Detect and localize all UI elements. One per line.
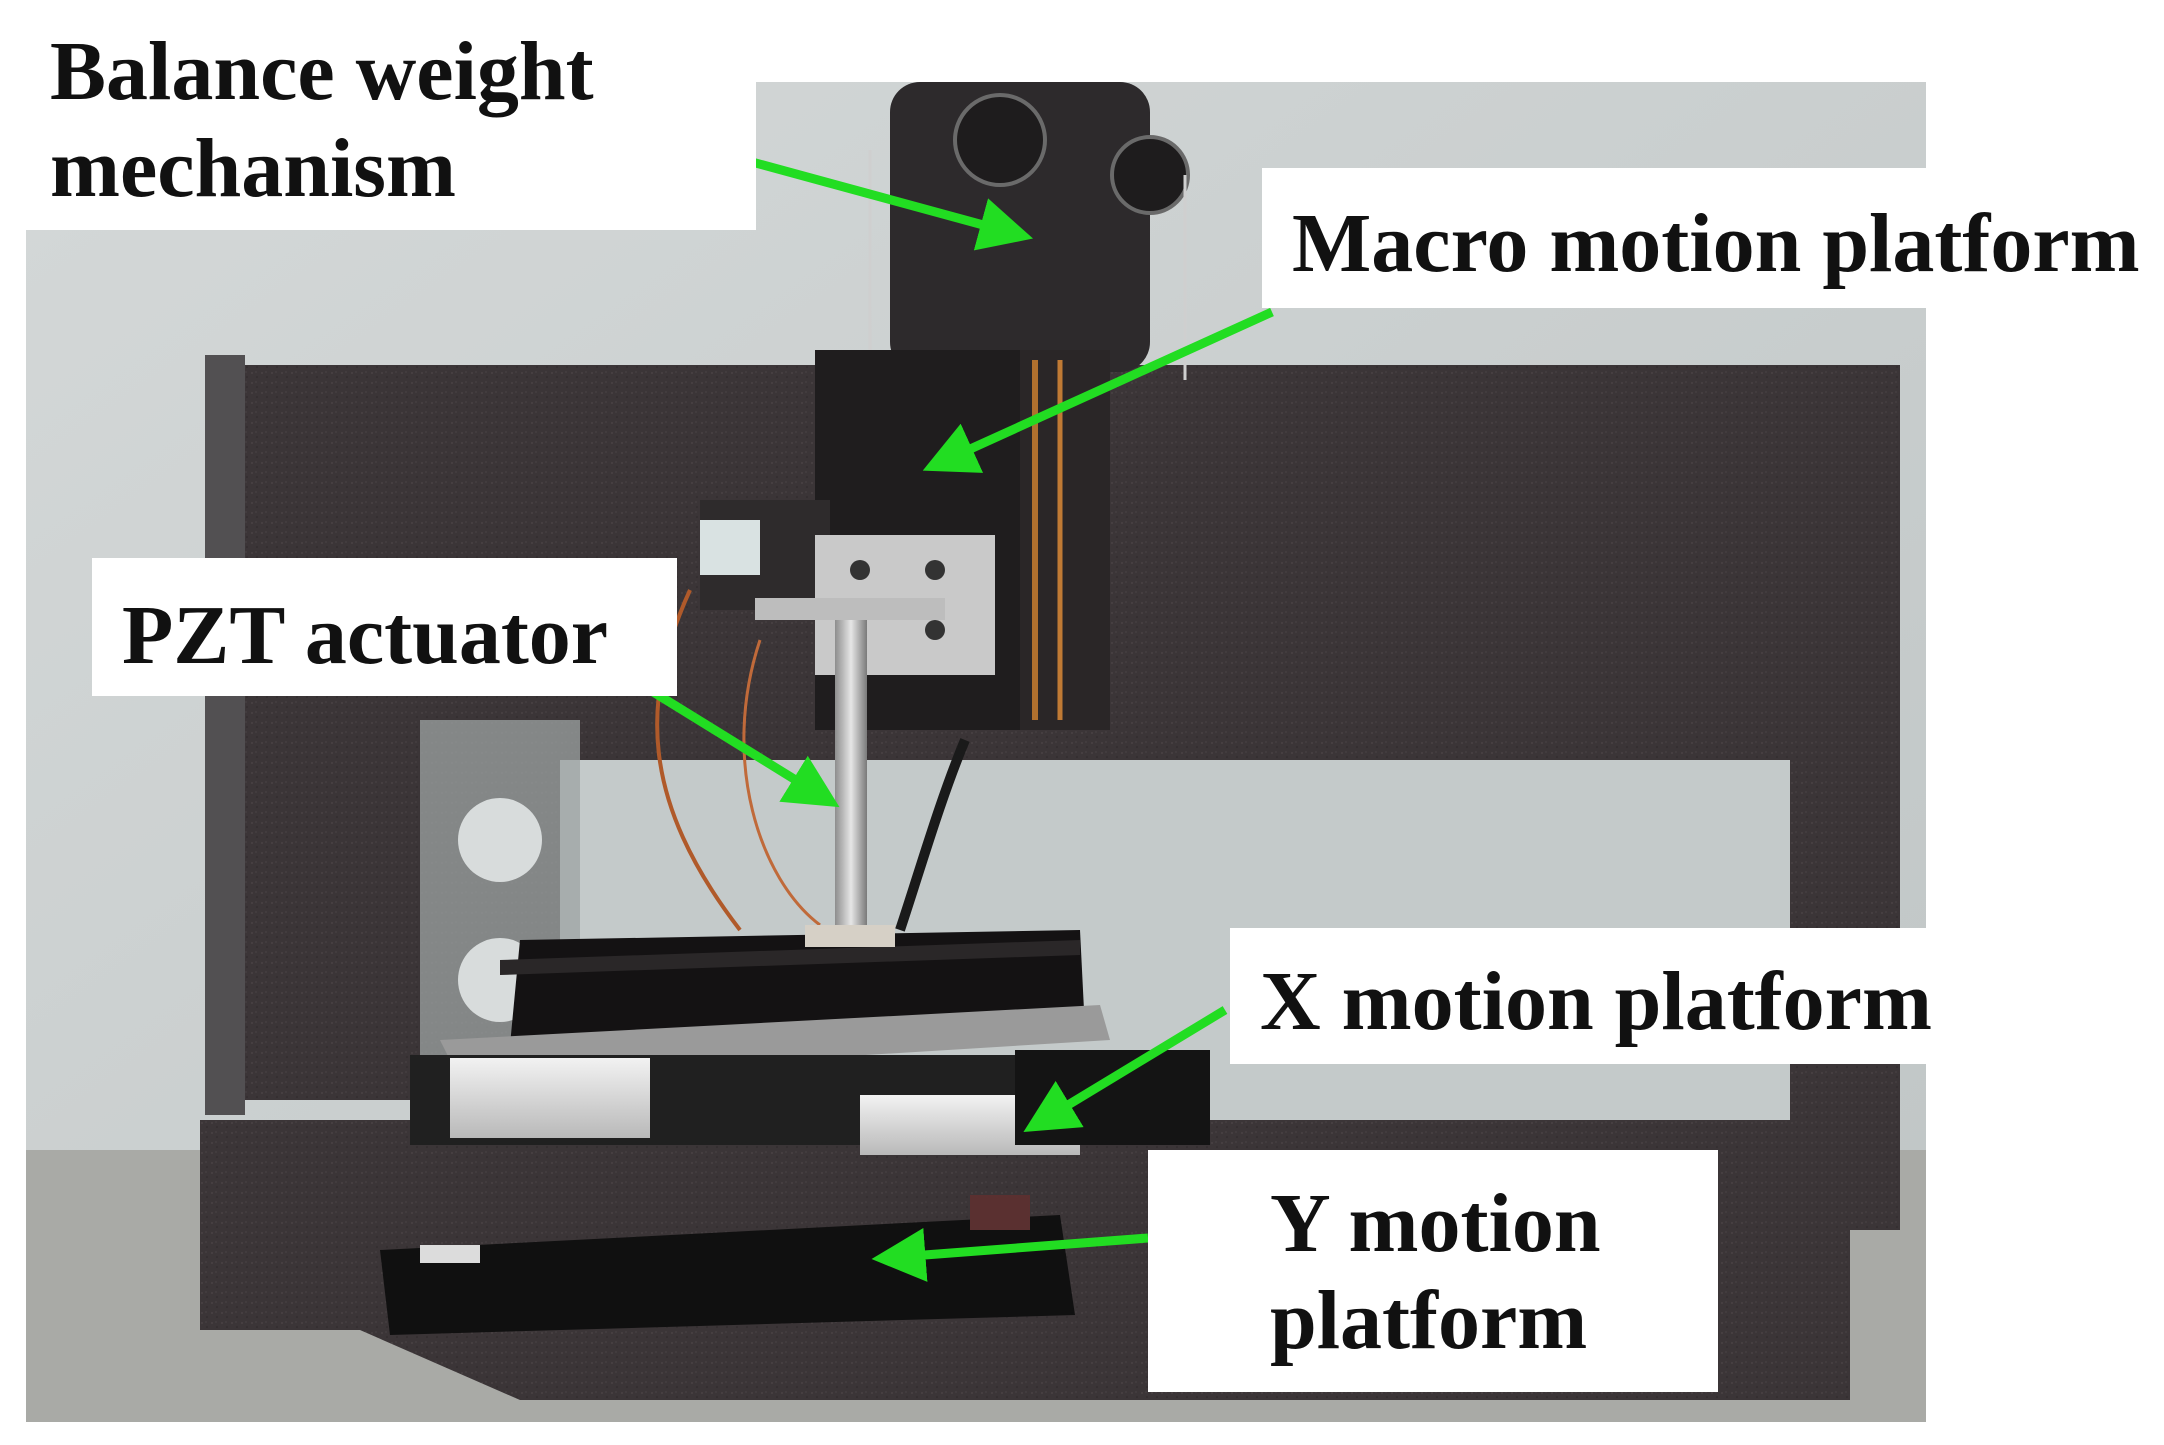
pulley	[953, 93, 1047, 187]
panel-hole	[458, 798, 542, 882]
gantry-left-edge	[205, 355, 245, 1115]
label-line: mechanism	[50, 121, 456, 215]
label-line: Macro motion platform	[1292, 197, 2140, 290]
arrow-macro-platform	[922, 307, 1274, 473]
wires	[895, 738, 970, 932]
y-platform-slot	[420, 1245, 480, 1263]
label-line: Balance weight	[50, 25, 594, 118]
label-macro-motion-platform: Macro motion platform	[1262, 168, 2164, 308]
mount-hole	[925, 560, 945, 580]
arrow-x-platform	[1023, 1006, 1228, 1132]
pzt-actuator-flange	[755, 598, 945, 620]
pzt-actuator	[835, 615, 867, 945]
arrow-y-platform	[871, 1228, 1149, 1282]
wires	[742, 639, 821, 927]
x-motor	[1015, 1050, 1210, 1145]
probe-tip	[805, 925, 895, 947]
label-pzt-actuator: PZT actuator	[92, 558, 677, 696]
arrow-balance-weight	[750, 157, 1034, 251]
label-line: Y motion	[1270, 1177, 1601, 1270]
label-line: PZT actuator	[122, 589, 609, 682]
y-platform-connector	[970, 1195, 1030, 1230]
label-y-motion-platform: Y motion platform	[1148, 1150, 1718, 1392]
arrow-pzt-actuator	[647, 686, 840, 808]
pulley	[1110, 135, 1190, 215]
mount-hole	[925, 620, 945, 640]
label-line: platform	[1270, 1273, 1588, 1367]
label-x-motion-platform: X motion platform	[1230, 928, 2010, 1064]
sensor	[700, 520, 760, 575]
label-balance-weight-mechanism: Balance weight mechanism	[26, 10, 756, 230]
label-line: X motion platform	[1260, 955, 1932, 1048]
mount-hole	[850, 560, 870, 580]
x-rail-left	[450, 1058, 650, 1138]
sample-stage-top	[500, 940, 1080, 975]
